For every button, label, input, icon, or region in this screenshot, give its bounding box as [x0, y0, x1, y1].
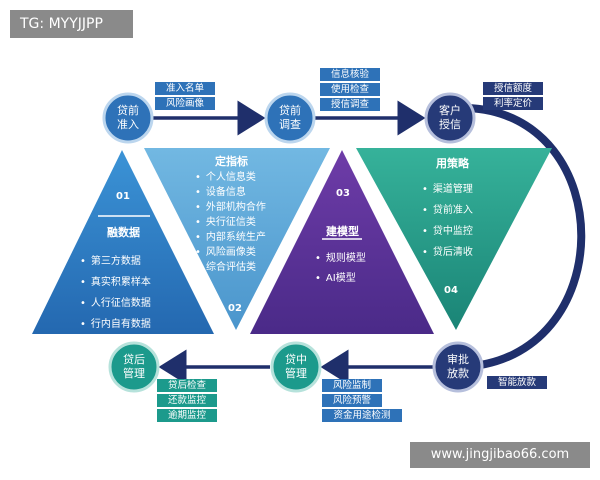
node-pre-loan-access: [102, 92, 154, 144]
triangle-apply-strategy: [356, 148, 552, 330]
t3-number: 03: [336, 188, 350, 199]
t2-item-2: 设备信息: [195, 186, 246, 200]
triangle-build-model: [250, 150, 434, 334]
node-post-loan-management: [108, 341, 160, 393]
tag-post-loan-check: 贷后检查: [157, 379, 217, 392]
tag-repayment-monitoring: 还款监控: [157, 394, 217, 407]
watermark-top: TG: MYYJJPP: [10, 10, 133, 38]
tag-fund-usage-detection: 资金用途检测: [322, 409, 402, 422]
label-approval-disbursement: 审批 放款: [447, 353, 469, 380]
tag-risk-monitoring: 风险监制: [322, 379, 382, 392]
node-approval-disbursement: [432, 341, 484, 393]
tag-overdue-monitoring: 逾期监控: [157, 409, 217, 422]
t1-number: 01: [116, 191, 130, 202]
t1-item-1: 第三方数据: [80, 255, 141, 269]
label-in-loan-management: 贷中 管理: [285, 353, 307, 380]
tag-credit-investigation: 授信调查: [320, 98, 380, 111]
t4-item-4: 贷后清收: [422, 246, 473, 260]
label-pre-loan-investigation: 贷前 调查: [279, 104, 301, 131]
return-arc: [461, 104, 586, 371]
t4-item-1: 渠道管理: [422, 183, 473, 197]
tag-usage-check: 使用检查: [320, 83, 380, 96]
t4-item-2: 贷前准入: [422, 204, 473, 218]
node-customer-credit: [424, 92, 476, 144]
tag-risk-warning: 风险预警: [322, 394, 382, 407]
triangle-fuse-data: [32, 150, 214, 334]
t4-number: 04: [444, 285, 458, 296]
t3-item-1: 规则模型: [315, 252, 366, 266]
t1-item-4: 行内自有数据: [80, 318, 151, 332]
t3-item-2: AI模型: [315, 272, 356, 286]
tag-smart-disbursement: 智能放款: [487, 376, 547, 389]
node-pre-loan-investigation: [264, 92, 316, 144]
t2-number: 02: [228, 303, 242, 314]
label-customer-credit: 客户 授信: [439, 104, 461, 131]
t4-item-3: 贷中监控: [422, 225, 473, 239]
node-in-loan-management: [270, 341, 322, 393]
t1-item-2: 真实积累样本: [80, 276, 151, 290]
t2-item-3: 外部机构合作: [195, 201, 266, 215]
t2-title: 定指标: [215, 155, 248, 168]
tag-access-list: 准入名单: [155, 82, 215, 95]
t2-item-7: 综合评估类: [206, 262, 256, 273]
tag-credit-limit: 授信额度: [483, 82, 543, 95]
t2-item-1: 个人信息类: [195, 171, 256, 185]
t2-item-6: 风险画像类: [195, 246, 256, 260]
t1-title: 融数据: [107, 226, 140, 239]
t4-title: 用策略: [436, 157, 469, 170]
t3-title: 建模型: [326, 225, 359, 238]
watermark-bottom: www.jingjibao66.com: [410, 442, 590, 468]
tag-info-verification: 信息核验: [320, 68, 380, 81]
label-pre-loan-access: 贷前 准入: [117, 104, 139, 131]
t2-item-4: 央行征信类: [195, 216, 256, 230]
t2-item-5: 内部系统生产: [195, 231, 266, 245]
t1-item-3: 人行征信数据: [80, 297, 151, 311]
tag-rate-pricing: 利率定价: [483, 97, 543, 110]
tag-risk-profile: 风险画像: [155, 97, 215, 110]
label-post-loan-management: 贷后 管理: [123, 353, 145, 380]
